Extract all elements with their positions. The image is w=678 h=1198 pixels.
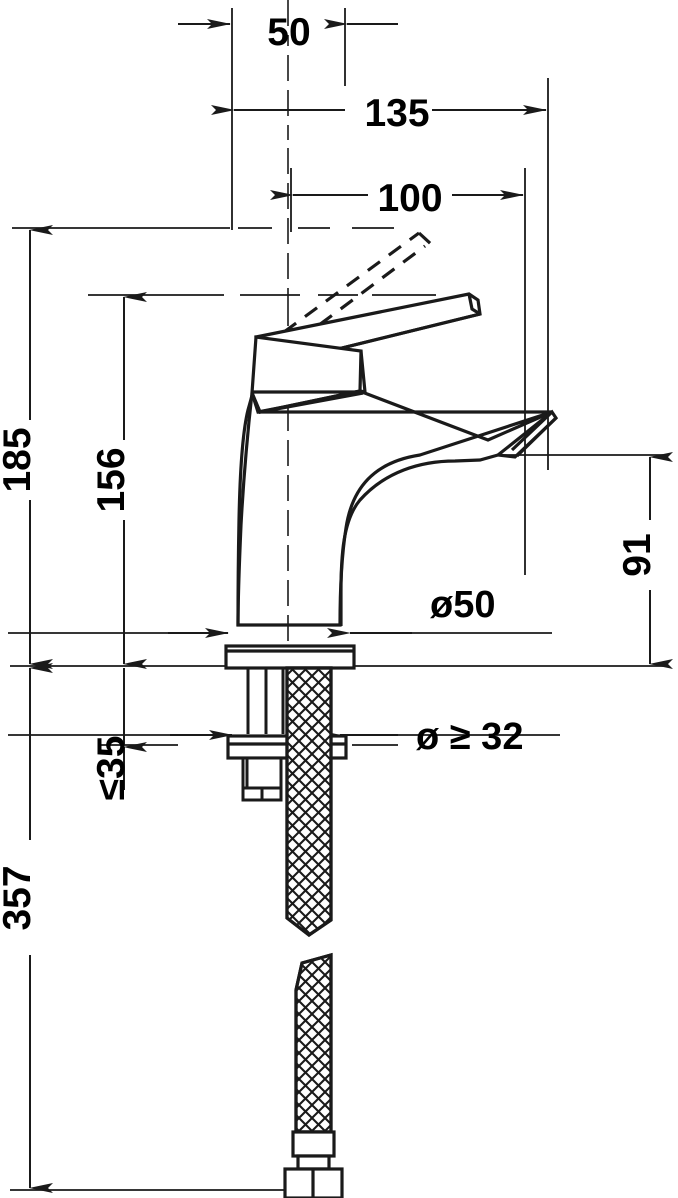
supply-hose-attached — [285, 666, 333, 937]
base-escutcheon — [224, 644, 356, 670]
dim-label-50: 50 — [267, 11, 310, 54]
dim-label-185: 185 — [0, 427, 39, 492]
dim-label-100: 100 — [377, 177, 442, 220]
dim-label-d50: ø50 — [430, 584, 495, 626]
dimension-labels: 50 135 100 185 156 ≤35 357 91 ø50 ø ≥ 32 — [0, 11, 659, 931]
supply-hose-loose — [294, 952, 333, 1134]
threaded-shank — [246, 668, 285, 734]
dim-label-357: 357 — [0, 865, 39, 930]
hose-hex-nut — [283, 1167, 344, 1198]
mounting-bolt — [241, 756, 283, 802]
faucet-body-outline — [236, 392, 559, 627]
dim-label-156: 156 — [90, 447, 133, 512]
dim-label-35: ≤35 — [90, 736, 133, 801]
dim-label-135: 135 — [364, 92, 429, 135]
hose-ferrule — [291, 1130, 336, 1171]
faucet-body — [236, 390, 553, 627]
dim-label-d32: ø ≥ 32 — [416, 716, 523, 758]
dim-label-91: 91 — [616, 533, 659, 576]
